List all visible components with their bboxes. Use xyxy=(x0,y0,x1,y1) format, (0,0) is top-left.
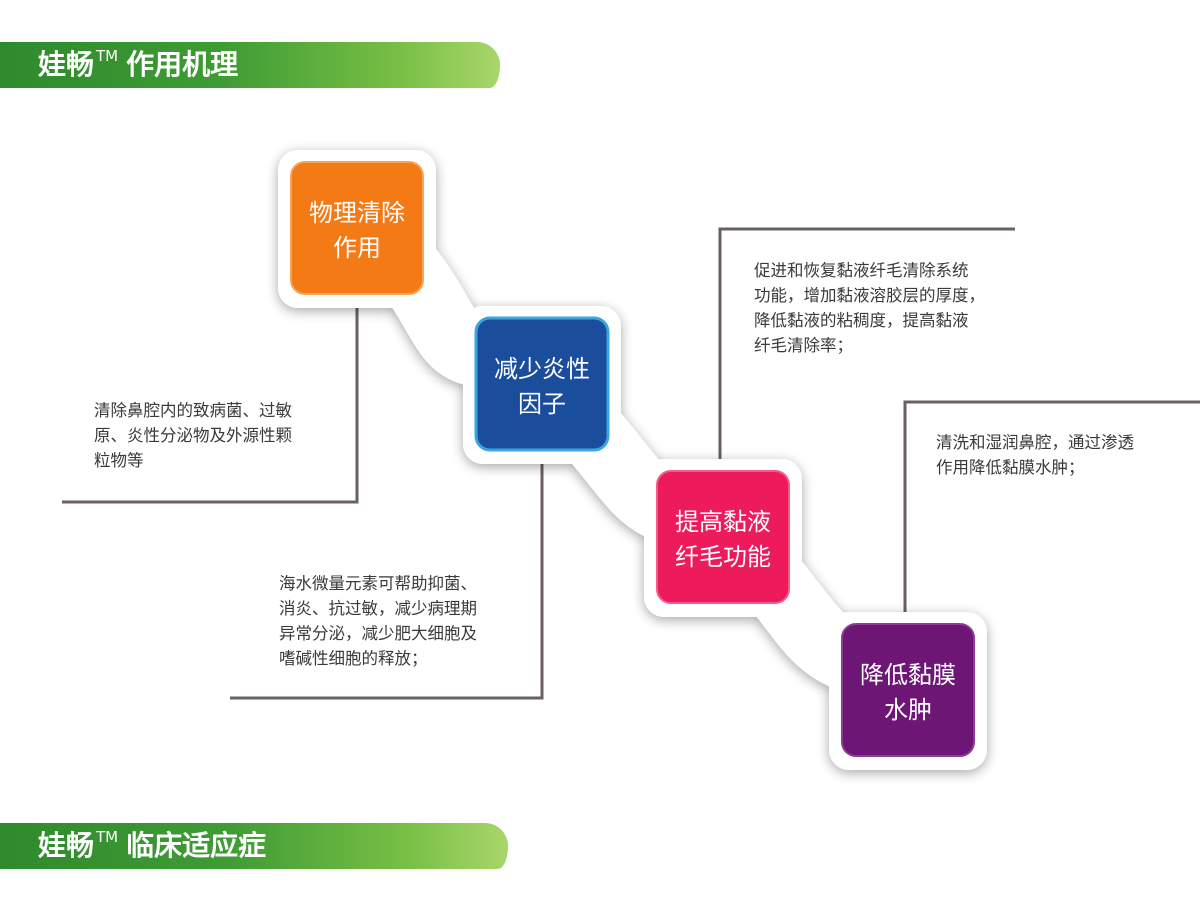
description-1: 清除鼻腔内的致病菌、过敏 原、炎性分泌物及外源性颗 粒物等 xyxy=(94,398,292,473)
step-box-2: 减少炎性 因子 xyxy=(474,316,610,452)
trademark-mark: TM xyxy=(96,47,119,65)
step-2-line-1: 减少炎性 xyxy=(494,355,590,383)
description-3-line: 降低黏液的粘稠度，提高黏液 xyxy=(754,311,969,330)
brand-name: 娃畅 xyxy=(38,48,95,81)
description-2-line: 海水微量元素可帮助抑菌、 xyxy=(279,574,477,593)
section-title: 作用机理 xyxy=(126,48,239,81)
description-3: 促进和恢复黏液纤毛清除系统 功能，增加黏液溶胶层的厚度， 降低黏液的粘稠度，提高… xyxy=(754,258,985,358)
description-3-line: 功能，增加黏液溶胶层的厚度， xyxy=(754,286,985,305)
connector-line-3 xyxy=(718,227,1015,460)
connector-lines xyxy=(62,227,1200,700)
description-2-line: 嗜碱性细胞的释放； xyxy=(279,649,428,668)
step-4-line-1: 降低黏膜 xyxy=(860,661,956,689)
step-4-line-2: 水肿 xyxy=(884,696,932,724)
step-1-line-1: 物理清除 xyxy=(309,199,405,227)
description-4-line: 作用降低黏膜水肿； xyxy=(936,458,1085,477)
step-box-1: 物理清除 作用 xyxy=(290,161,424,295)
brand-name: 娃畅 xyxy=(38,829,95,862)
description-4-line: 清洗和湿润鼻腔，通过渗透 xyxy=(936,433,1134,452)
step-2-line-2: 因子 xyxy=(518,390,566,418)
description-3-line: 纤毛清除率； xyxy=(754,336,853,355)
description-2: 海水微量元素可帮助抑菌、 消炎、抗过敏，减少病理期 异常分泌，减少肥大细胞及 嗜… xyxy=(279,571,477,671)
step-box-3: 提高黏液 纤毛功能 xyxy=(656,470,790,604)
description-1-line: 粒物等 xyxy=(94,451,144,470)
trademark-mark: TM xyxy=(96,828,119,846)
description-1-line: 原、炎性分泌物及外源性颗 xyxy=(94,426,292,445)
section-title: 临床适应症 xyxy=(126,829,267,862)
step-box-4: 降低黏膜 水肿 xyxy=(841,623,975,757)
description-3-line: 促进和恢复黏液纤毛清除系统 xyxy=(754,261,969,280)
description-2-line: 异常分泌，减少肥大细胞及 xyxy=(279,624,477,643)
step-3-line-1: 提高黏液 xyxy=(675,508,771,536)
connector-line-2 xyxy=(230,460,544,700)
description-4: 清洗和湿润鼻腔，通过渗透 作用降低黏膜水肿； xyxy=(936,430,1134,480)
description-2-line: 消炎、抗过敏，减少病理期 xyxy=(279,599,477,618)
connector-line-4 xyxy=(903,400,1200,612)
step-3-line-2: 纤毛功能 xyxy=(675,543,771,571)
step-1-line-2: 作用 xyxy=(333,234,381,262)
connector-line-1 xyxy=(62,302,359,504)
description-1-line: 清除鼻腔内的致病菌、过敏 xyxy=(94,401,292,420)
